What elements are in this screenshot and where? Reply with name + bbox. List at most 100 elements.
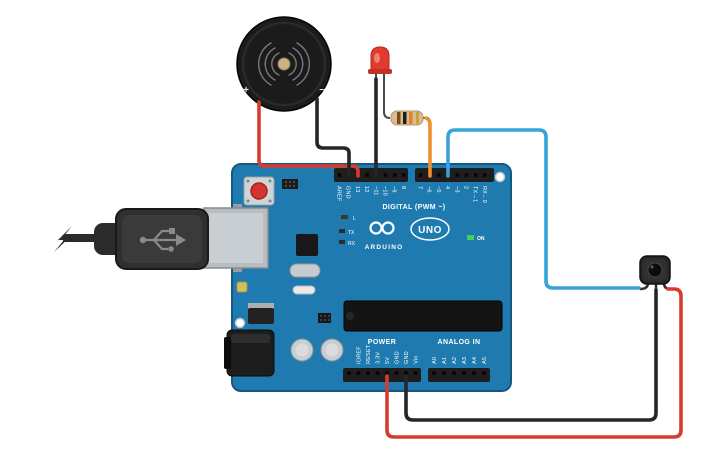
reset-pin-dot bbox=[268, 199, 272, 203]
pin-label-5: ~5 bbox=[435, 186, 441, 193]
pin-label-8: 8 bbox=[400, 186, 406, 189]
pin-label-gnd-top: GND bbox=[345, 186, 351, 199]
usb-port-crimp-bottom bbox=[233, 267, 242, 272]
rx-label: RX bbox=[348, 241, 356, 247]
usb-port[interactable] bbox=[203, 204, 269, 272]
ir-receiver-lens bbox=[647, 262, 663, 278]
reset-button-cap[interactable] bbox=[250, 182, 268, 200]
pin-label-7: 7 bbox=[417, 186, 423, 189]
pin-label-3: ~3 bbox=[453, 186, 459, 193]
led-l-label: L bbox=[353, 216, 356, 222]
atmega-body bbox=[343, 300, 503, 332]
led-highlight bbox=[374, 53, 380, 63]
resistor-band-2 bbox=[403, 112, 407, 124]
pin-label-10: ~10 bbox=[382, 186, 388, 196]
buzzer-plus-label: + bbox=[243, 85, 249, 96]
analog-header[interactable] bbox=[428, 368, 490, 382]
pin-label-gnd1: GND bbox=[395, 351, 401, 364]
power-jack-opening bbox=[224, 337, 231, 369]
power-jack-highlight bbox=[231, 334, 270, 343]
crystal-oscillator[interactable] bbox=[289, 263, 321, 278]
digital-header-left[interactable] bbox=[334, 168, 408, 182]
ir-lens-gleam bbox=[650, 265, 654, 269]
arduino-brand-label: ARDUINO bbox=[365, 244, 404, 251]
icsp-header-2[interactable] bbox=[318, 313, 331, 323]
pin-label-gnd2: GND bbox=[404, 351, 410, 364]
icsp-body bbox=[318, 313, 331, 323]
uno-model-ring bbox=[410, 217, 450, 241]
wire-power-5v[interactable] bbox=[385, 287, 683, 439]
buzzer-center-dot bbox=[277, 57, 291, 71]
arduino-uno-board[interactable]: AREF GND 13 12 ~11 ~10 ~9 8 7 ~6 ~5 4 ~3… bbox=[203, 163, 512, 392]
led-l-indicator bbox=[341, 215, 348, 219]
resistor-band-3 bbox=[409, 112, 413, 124]
uno-model-label: UNO bbox=[418, 225, 442, 236]
wire-buzzer-positive[interactable] bbox=[257, 100, 360, 178]
capacitor-top bbox=[325, 343, 339, 357]
pin-label-aref: AREF bbox=[336, 186, 342, 202]
power-caption: POWER bbox=[368, 339, 396, 346]
arduino-logo-icon bbox=[369, 221, 395, 235]
atmega-chip[interactable] bbox=[343, 300, 503, 332]
digital-left-strip[interactable] bbox=[334, 168, 408, 182]
icsp-pin bbox=[323, 318, 327, 322]
wire-buzzer-negative[interactable] bbox=[315, 97, 351, 178]
wire-power-gnd[interactable] bbox=[404, 288, 658, 422]
usb-serial-chip[interactable] bbox=[296, 234, 318, 256]
pin-label-13: 13 bbox=[354, 186, 360, 193]
analog-strip[interactable] bbox=[428, 368, 490, 382]
icsp-body bbox=[282, 179, 298, 189]
pin-label-2: 2 bbox=[463, 186, 469, 189]
power-header[interactable] bbox=[343, 368, 421, 382]
reset-pin-dot bbox=[246, 199, 250, 203]
reset-pin-dot bbox=[268, 179, 272, 183]
icsp-pin bbox=[319, 318, 323, 322]
digital-caption: DIGITAL (PWM ~) bbox=[382, 204, 445, 211]
buzzer-minus-label: − bbox=[319, 85, 325, 96]
icsp-header-1[interactable] bbox=[282, 179, 298, 189]
wire-ir-signal[interactable] bbox=[446, 128, 641, 290]
pin-label-a5: A5 bbox=[482, 357, 488, 364]
capacitor-1[interactable] bbox=[290, 338, 314, 362]
analog-holes[interactable] bbox=[432, 371, 486, 375]
pin-label-a0: A0 bbox=[432, 357, 438, 364]
power-strip[interactable] bbox=[343, 368, 421, 382]
capacitor-top bbox=[295, 343, 309, 357]
resistor-band-1 bbox=[397, 112, 401, 124]
buzzer-slot-arcs bbox=[257, 42, 311, 86]
pin-label-reset: RESET bbox=[366, 344, 372, 364]
pin-label-a3: A3 bbox=[462, 357, 468, 364]
led-bulb[interactable] bbox=[370, 46, 390, 72]
buzzer-inner-ring bbox=[241, 21, 327, 107]
on-label: ON bbox=[477, 236, 485, 242]
regulator-body bbox=[248, 308, 274, 324]
icsp-pin bbox=[327, 318, 331, 322]
digital-header-right[interactable] bbox=[415, 168, 494, 182]
pin-label-11: ~11 bbox=[372, 186, 378, 196]
pin-label-a1: A1 bbox=[442, 357, 448, 364]
voltage-regulator[interactable] bbox=[248, 303, 274, 324]
smd-capacitor-yellow bbox=[236, 281, 248, 293]
wire-resistor-signal[interactable] bbox=[424, 116, 432, 178]
capacitor-2[interactable] bbox=[320, 338, 344, 362]
usb-port-crimp-top bbox=[233, 204, 242, 209]
resistor[interactable] bbox=[390, 110, 428, 126]
led[interactable] bbox=[368, 46, 392, 119]
pin-label-12: 12 bbox=[363, 186, 369, 193]
piezo-buzzer[interactable]: + − bbox=[236, 16, 332, 112]
mounting-hole-top bbox=[494, 171, 506, 183]
reset-pin-dot bbox=[246, 179, 250, 183]
digital-right-strip[interactable] bbox=[415, 168, 494, 182]
tx-indicator bbox=[339, 229, 345, 233]
icsp-pin bbox=[284, 180, 288, 184]
wires bbox=[257, 77, 683, 439]
pin-label-5v: 5V bbox=[385, 357, 391, 364]
reset-button[interactable] bbox=[243, 176, 275, 206]
ir-receiver[interactable] bbox=[639, 255, 671, 291]
usb-cable[interactable] bbox=[54, 208, 209, 270]
icsp-pin bbox=[319, 314, 323, 318]
power-jack[interactable] bbox=[224, 329, 275, 377]
icsp-pin bbox=[323, 314, 327, 318]
